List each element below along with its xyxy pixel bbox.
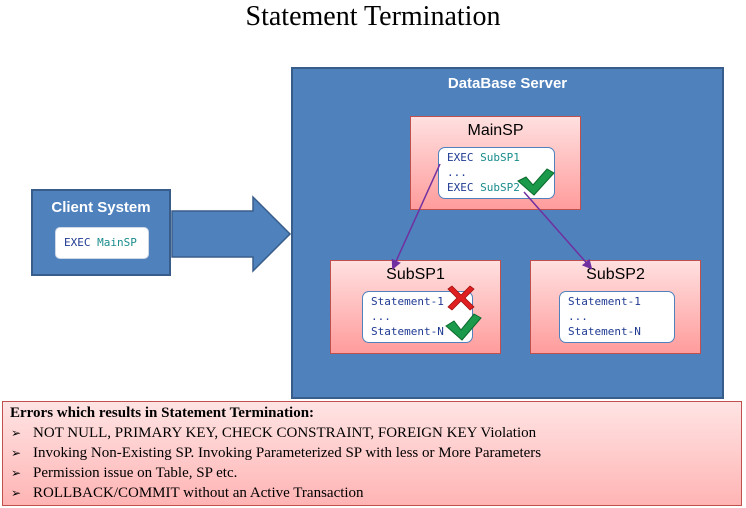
error-item-text: NOT NULL, PRIMARY KEY, CHECK CONSTRAINT,… [33,425,537,441]
main-sp-line-1-keyword: EXEC [447,151,474,164]
main-sp-line-3-keyword: EXEC [447,181,474,194]
main-sp-label: MainSP [467,122,524,139]
main-sp-line-3-target: SubSP2 [480,181,520,194]
sub-sp2-line-2: ... [568,310,588,323]
client-to-server-arrow [171,195,292,273]
error-item: ➢ Permission issue on Table, SP etc. [11,463,541,483]
sub-sp2-box: SubSP2 Statement-1 ... Statement-N [530,260,701,354]
sub-sp2-code: Statement-1 ... Statement-N [559,291,675,343]
sub-sp1-line-1: Statement-1 [371,295,444,308]
client-code-target: MainSP [97,236,137,249]
main-sp-line-3: EXEC SubSP2 [447,180,546,195]
error-item-text: Invoking Non-Existing SP. Invoking Param… [33,445,542,461]
main-sp-line-1: EXEC SubSP1 [447,150,546,165]
client-system-box: Client System EXEC MainSP [31,189,171,276]
errors-panel: Errors which results in Statement Termin… [2,401,742,506]
diagram-title: Statement Termination [245,1,501,32]
sub-sp1-line-3: Statement-N [371,325,444,338]
arrow-bullet-icon: ➢ [11,426,22,440]
sub-sp2-line-1: Statement-1 [568,295,641,308]
error-item-text: Permission issue on Table, SP etc. [33,465,238,481]
errors-list: ➢ NOT NULL, PRIMARY KEY, CHECK CONSTRAINT… [11,423,541,503]
error-item: ➢ Invoking Non-Existing SP. Invoking Para… [11,443,541,463]
arrow-bullet-icon: ➢ [11,446,22,460]
database-server-label: DataBase Server [447,75,568,92]
sub-sp1-box: SubSP1 Statement-1 ... Statement-N [330,260,501,354]
main-sp-line-1-target: SubSP1 [480,151,520,164]
sub-sp1-label: SubSP1 [386,266,445,283]
sub-sp1-line-2: ... [371,310,391,323]
database-server-box: DataBase Server MainSP EXEC SubSP1 ... E… [291,67,724,399]
arrow-bullet-icon: ➢ [11,466,22,480]
main-sp-code: EXEC SubSP1 ... EXEC SubSP2 [438,147,555,199]
sub-sp2-line-3: Statement-N [568,325,641,338]
errors-title: Errors which results in Statement Termin… [10,405,315,421]
error-item: ➢ ROLLBACK/COMMIT without an Active Trans… [11,483,541,503]
arrow-bullet-icon: ➢ [11,486,22,500]
error-item: ➢ NOT NULL, PRIMARY KEY, CHECK CONSTRAINT… [11,423,541,443]
client-system-label: Client System [51,199,151,216]
main-sp-line-2-keyword: ... [447,166,467,179]
main-sp-line-2: ... [447,165,546,180]
error-item-text: ROLLBACK/COMMIT without an Active Transa… [33,485,364,501]
client-code: EXEC MainSP [55,227,149,259]
client-code-keyword: EXEC [64,236,91,249]
main-sp-box: MainSP EXEC SubSP1 ... EXEC SubSP2 [410,116,581,210]
sub-sp2-label: SubSP2 [586,266,645,283]
sub-sp1-code: Statement-1 ... Statement-N [362,291,473,343]
